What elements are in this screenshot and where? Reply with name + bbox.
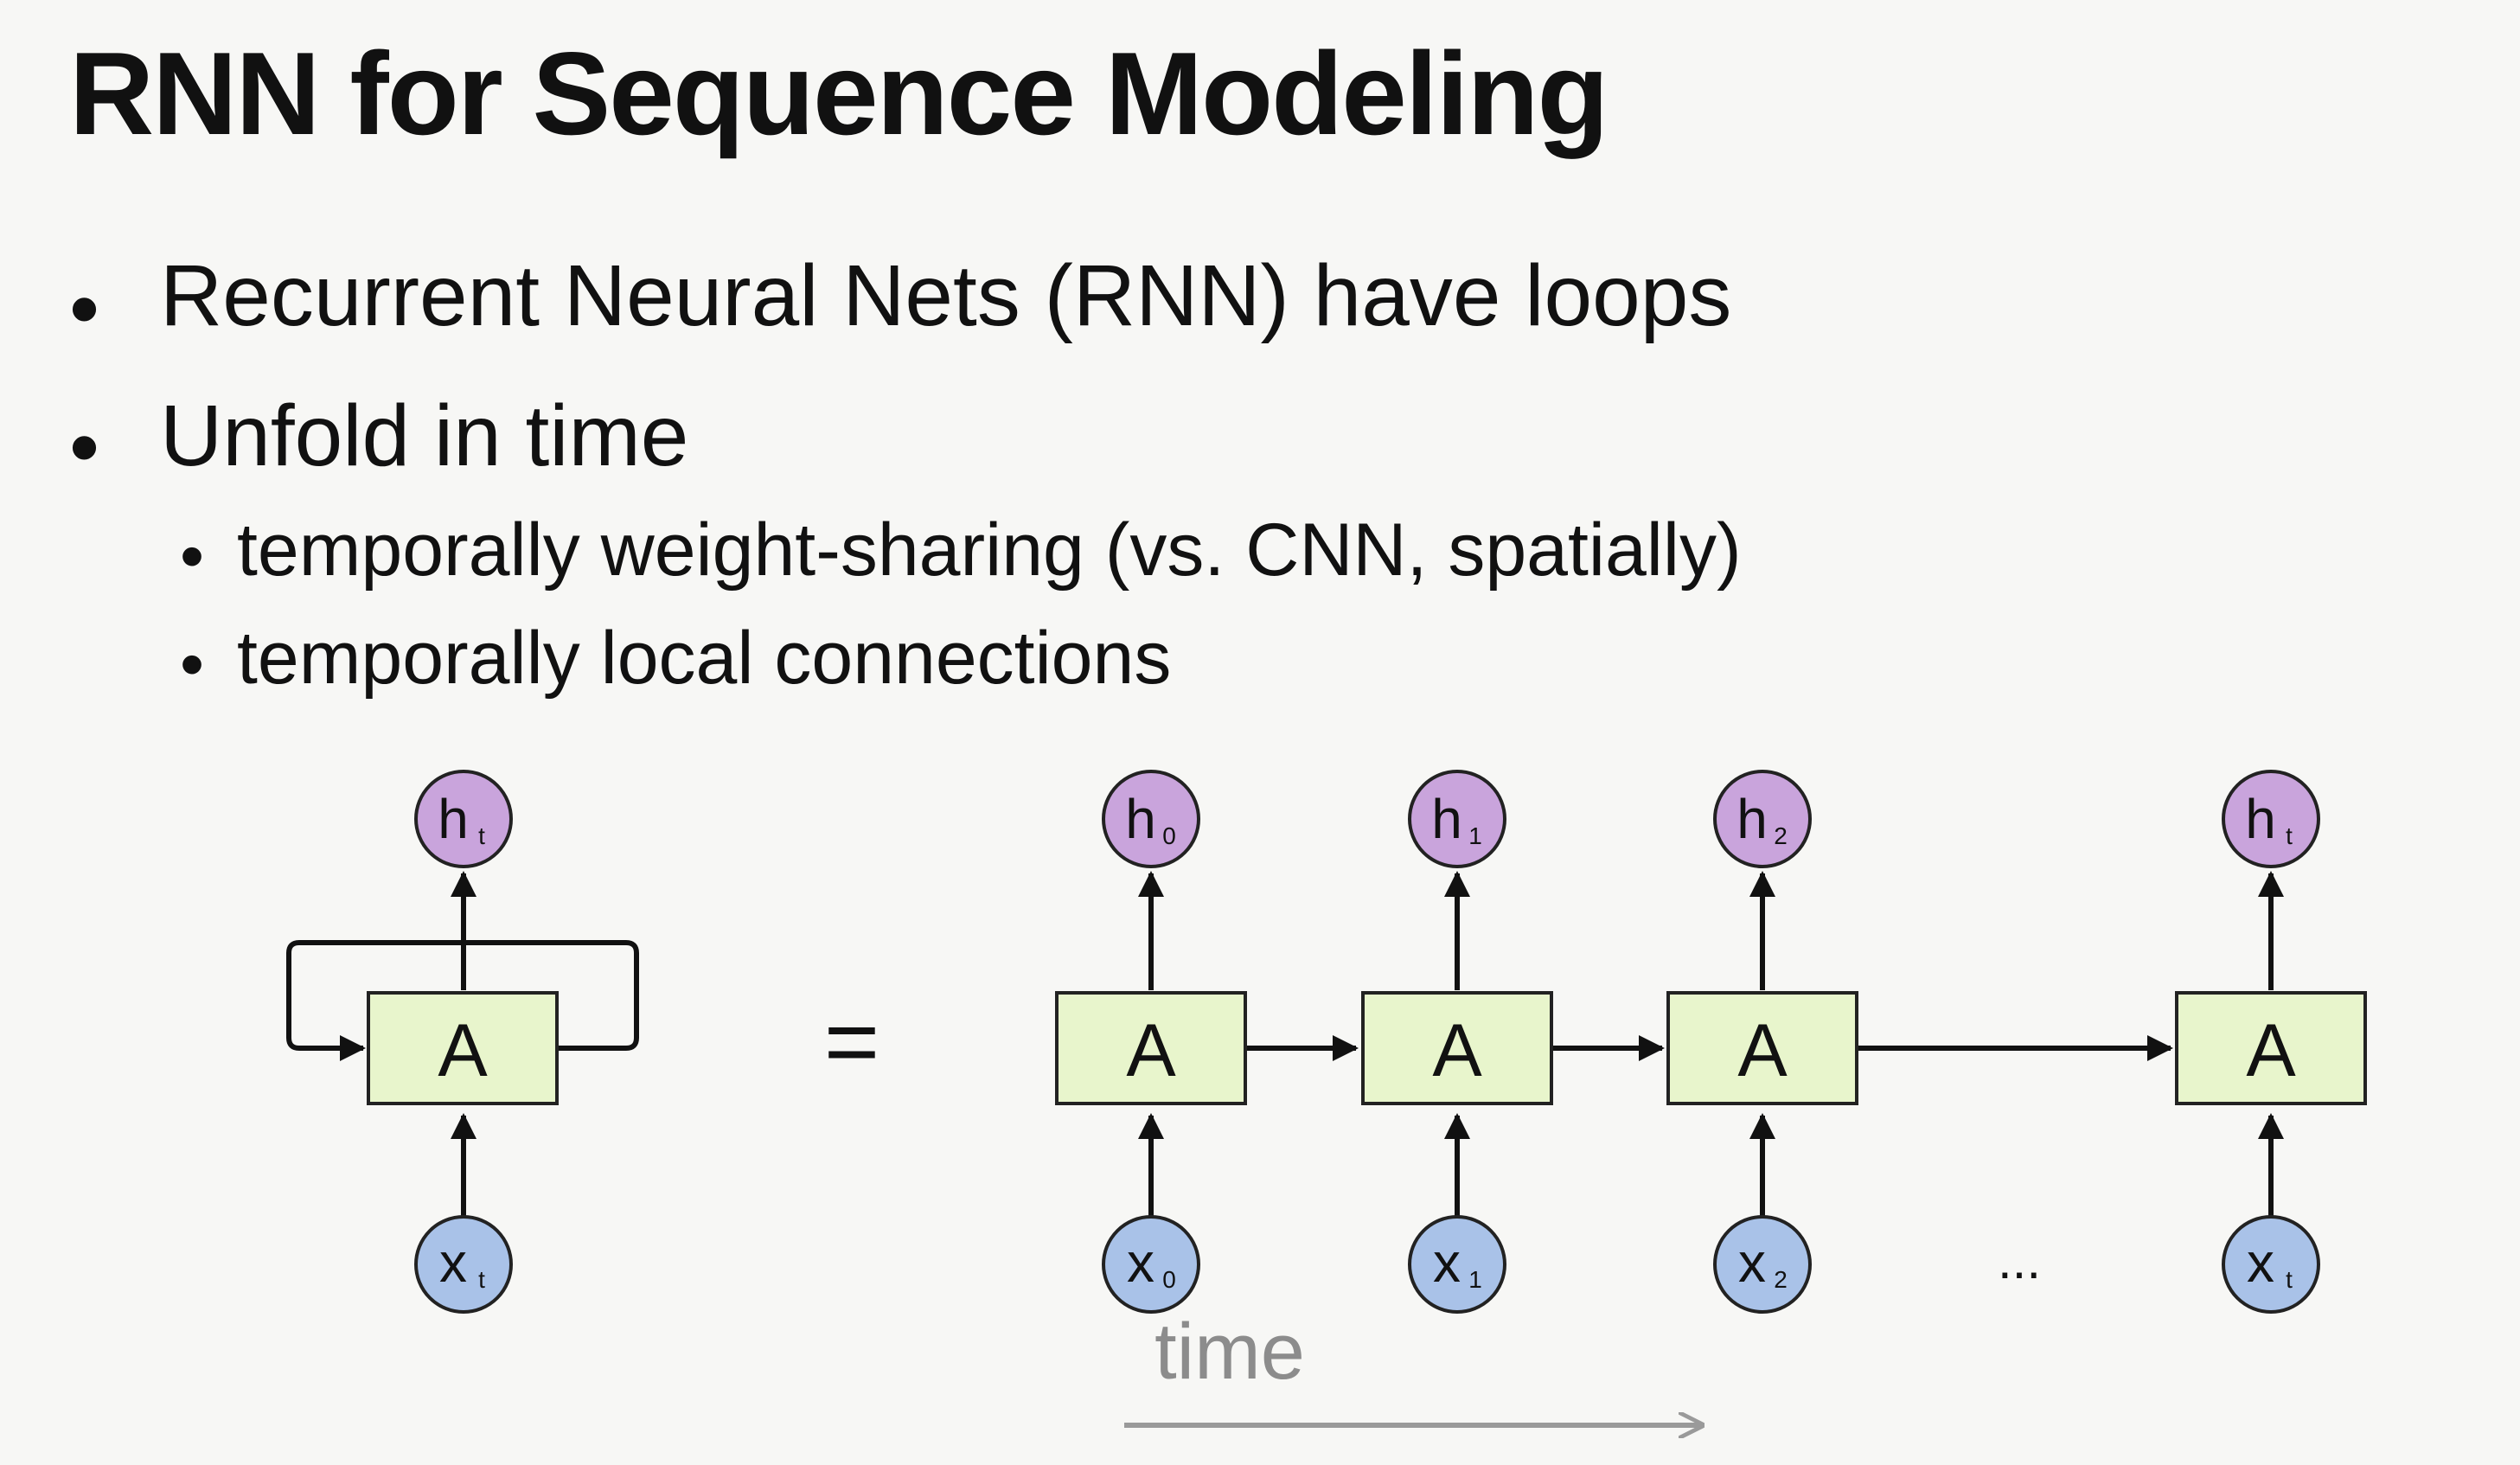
rnn-cell-box xyxy=(1666,991,1858,1105)
unrolled-step-2: A h 2 x 2 xyxy=(1666,770,1858,1314)
input-node-x1 xyxy=(1408,1215,1506,1314)
bullet-recurrent-nets: Recurrent Neural Nets (RNN) have loops xyxy=(160,247,1732,344)
hidden-state-node-ht xyxy=(414,770,513,868)
hidden-node-subscript: 1 xyxy=(1468,822,1482,849)
unrolled-step-t: A h t x t xyxy=(2175,770,2367,1314)
equals-sign: = xyxy=(824,988,879,1095)
hidden-node-subscript: 0 xyxy=(1162,822,1176,849)
hidden-node-label: h xyxy=(1736,788,1768,850)
hidden-node-subscript: t xyxy=(2286,822,2293,849)
input-node-label: x xyxy=(1738,1231,1766,1294)
bullet-marker: • xyxy=(69,260,100,357)
rnn-cell-box xyxy=(1055,991,1247,1105)
rnn-cell-box xyxy=(1361,991,1553,1105)
slide-title: RNN for Sequence Modeling xyxy=(69,28,1609,159)
sub-bullet-marker: • xyxy=(180,517,205,594)
ellipsis: ... xyxy=(1998,1231,2041,1289)
input-node-subscript: 1 xyxy=(1468,1266,1482,1293)
rnn-cell-box xyxy=(367,991,559,1105)
input-node-subscript: 0 xyxy=(1162,1266,1176,1293)
rnn-cell-box xyxy=(2175,991,2367,1105)
hidden-node-label: h xyxy=(438,788,469,850)
sub-bullet-weight-sharing: temporally weight-sharing (vs. CNN, spat… xyxy=(237,509,1742,592)
sub-bullet-marker: • xyxy=(180,625,205,702)
input-node-subscript: 2 xyxy=(1774,1266,1788,1293)
rnn-cell-label: A xyxy=(1737,1009,1788,1092)
bullet-marker: • xyxy=(69,399,100,496)
input-node-xt xyxy=(2222,1215,2320,1314)
time-label: time xyxy=(1154,1308,1305,1396)
input-node-xt xyxy=(414,1215,513,1314)
hidden-state-node-h2 xyxy=(1713,770,1812,868)
unrolled-step-0: A h 0 x 0 xyxy=(1055,770,1247,1314)
input-node-label: x xyxy=(2247,1231,2274,1294)
rnn-cell-label: A xyxy=(1432,1009,1482,1092)
input-node-x0 xyxy=(1102,1215,1200,1314)
input-node-label: x xyxy=(1433,1231,1461,1294)
rnn-cell-label: A xyxy=(2246,1009,2296,1092)
input-node-label: x xyxy=(1127,1231,1154,1294)
folded-rnn: A h t x t xyxy=(286,770,639,1314)
hidden-state-node-h0 xyxy=(1102,770,1200,868)
input-node-label: x xyxy=(439,1231,467,1294)
hidden-state-node-h1 xyxy=(1408,770,1506,868)
hidden-node-label: h xyxy=(1431,788,1462,850)
hidden-state-node-ht xyxy=(2222,770,2320,868)
input-node-subscript: t xyxy=(478,1266,485,1293)
bullet-unfold-in-time: Unfold in time xyxy=(160,387,689,484)
hidden-node-subscript: 2 xyxy=(1774,822,1788,849)
sub-bullet-local-connections: temporally local connections xyxy=(237,617,1172,700)
input-node-x2 xyxy=(1713,1215,1812,1314)
hidden-node-subscript: t xyxy=(478,822,485,849)
rnn-cell-label: A xyxy=(438,1009,488,1092)
hidden-node-label: h xyxy=(2245,788,2276,850)
rnn-cell-label: A xyxy=(1126,1009,1176,1092)
recurrent-loop-left xyxy=(286,940,464,1061)
recurrent-loop-right xyxy=(464,940,639,1051)
unrolled-step-1: A h 1 x 1 xyxy=(1361,770,1553,1314)
hidden-node-label: h xyxy=(1125,788,1156,850)
input-node-subscript: t xyxy=(2286,1266,2293,1293)
